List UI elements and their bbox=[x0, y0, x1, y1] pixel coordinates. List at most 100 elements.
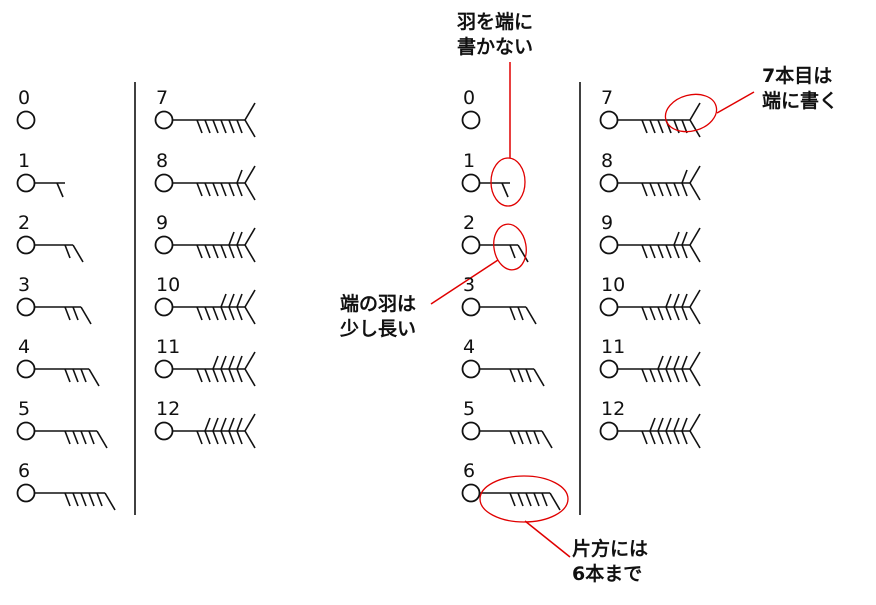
wind-feather-lower bbox=[212, 430, 219, 445]
wind-feather-lower bbox=[681, 368, 688, 383]
wind-feather bbox=[509, 368, 516, 383]
wind-level-label: 6 bbox=[18, 460, 31, 482]
wind-feather-lower bbox=[673, 430, 680, 445]
wind-feather-end-lower bbox=[244, 119, 256, 138]
wind-feather-lower bbox=[228, 244, 235, 259]
wind-feather-end bbox=[517, 244, 529, 263]
station-circle bbox=[599, 297, 619, 317]
wind-feather-upper bbox=[228, 355, 235, 370]
wind-feather-end-upper bbox=[689, 165, 701, 184]
wind-feather-lower bbox=[204, 119, 211, 134]
wind-feather-lower bbox=[649, 119, 656, 134]
wind-feather bbox=[509, 430, 516, 445]
station-circle bbox=[154, 297, 174, 317]
wind-feather-upper bbox=[204, 417, 211, 432]
station-circle bbox=[16, 235, 36, 255]
wind-feather bbox=[64, 306, 71, 321]
wind-feather-end bbox=[88, 368, 100, 387]
wind-feather bbox=[517, 306, 524, 321]
wind-feather-upper bbox=[673, 231, 680, 246]
wind-feather bbox=[80, 492, 87, 507]
note-line: 端の羽は bbox=[340, 293, 417, 315]
highlight-ellipse bbox=[493, 223, 527, 271]
wind-feather-end-lower bbox=[689, 182, 701, 201]
wind-feather bbox=[525, 368, 532, 383]
wind-feather-upper bbox=[657, 355, 664, 370]
wind-feather bbox=[80, 368, 87, 383]
wind-feather-upper bbox=[665, 293, 672, 308]
station-circle bbox=[154, 235, 174, 255]
wind-feather-end-lower bbox=[689, 368, 701, 387]
wind-feather-upper bbox=[220, 355, 227, 370]
wind-feather-end-lower bbox=[244, 244, 256, 263]
wind-feather-upper bbox=[681, 417, 688, 432]
note-seventh-at-end: 7本目は 端に書く bbox=[762, 64, 838, 114]
wind-level-label: 10 bbox=[601, 274, 626, 296]
wind-feather-lower bbox=[204, 182, 211, 197]
wind-feather-lower bbox=[236, 182, 243, 197]
note-line: 6本まで bbox=[572, 563, 643, 585]
wind-feather-end-upper bbox=[689, 289, 701, 308]
station-circle bbox=[461, 235, 481, 255]
wind-feather-lower bbox=[212, 306, 219, 321]
wind-feather-upper bbox=[673, 355, 680, 370]
wind-feather-upper bbox=[673, 293, 680, 308]
note-line: 書かない bbox=[457, 36, 534, 58]
wind-feather-end bbox=[533, 368, 545, 387]
wind-feather-end-lower bbox=[244, 306, 256, 325]
wind-feather bbox=[72, 492, 79, 507]
wind-level-label: 11 bbox=[156, 336, 181, 358]
wind-feather-lower bbox=[681, 182, 688, 197]
station-circle bbox=[599, 235, 619, 255]
wind-feather-upper bbox=[236, 355, 243, 370]
wind-feather bbox=[501, 182, 509, 198]
wind-feather bbox=[533, 430, 540, 445]
wind-feather-lower bbox=[673, 306, 680, 321]
wind-level-label: 1 bbox=[18, 150, 31, 172]
wind-feather-upper bbox=[220, 293, 227, 308]
station-circle bbox=[154, 359, 174, 379]
note-end-feather-longer: 端の羽は 少し長い bbox=[340, 292, 416, 342]
wind-feather-lower bbox=[212, 368, 219, 383]
wind-level-label: 3 bbox=[18, 274, 31, 296]
wind-feather-lower bbox=[657, 430, 664, 445]
wind-feather bbox=[525, 430, 532, 445]
wind-feather-lower bbox=[204, 430, 211, 445]
wind-feather-lower bbox=[673, 182, 680, 197]
wind-feather-lower bbox=[649, 430, 656, 445]
station-circle bbox=[461, 110, 481, 130]
wind-feather bbox=[64, 492, 71, 507]
wind-feather-lower bbox=[228, 306, 235, 321]
wind-feather-upper bbox=[228, 231, 235, 246]
wind-feather-lower bbox=[657, 244, 664, 259]
wind-feather-upper bbox=[236, 293, 243, 308]
wind-feather-lower bbox=[204, 306, 211, 321]
wind-feather bbox=[509, 306, 516, 321]
wind-feather bbox=[533, 492, 540, 507]
wind-feather-lower bbox=[220, 244, 227, 259]
wind-level-label: 7 bbox=[156, 87, 169, 109]
wind-feather-end bbox=[96, 430, 108, 449]
wind-feather-lower bbox=[673, 368, 680, 383]
wind-feather-end-upper bbox=[244, 165, 256, 184]
wind-level-label: 12 bbox=[156, 398, 181, 420]
wind-feather-end-lower bbox=[689, 244, 701, 263]
wind-level-label: 11 bbox=[601, 336, 626, 358]
highlight-ellipse bbox=[479, 475, 569, 523]
wind-feather bbox=[72, 368, 79, 383]
wind-feather-upper bbox=[236, 231, 243, 246]
wind-feather-end-lower bbox=[244, 368, 256, 387]
station-circle bbox=[461, 173, 481, 193]
wind-feather-lower bbox=[649, 306, 656, 321]
wind-feather-lower bbox=[220, 430, 227, 445]
wind-feather-lower bbox=[641, 182, 648, 197]
wind-level-label: 1 bbox=[463, 150, 476, 172]
wind-feather bbox=[517, 368, 524, 383]
wind-level-label: 2 bbox=[463, 212, 476, 234]
wind-feather-end bbox=[80, 306, 92, 325]
highlight-ellipse bbox=[664, 93, 718, 133]
wind-feather-lower bbox=[657, 119, 664, 134]
station-circle bbox=[599, 421, 619, 441]
wind-feather bbox=[541, 492, 548, 507]
